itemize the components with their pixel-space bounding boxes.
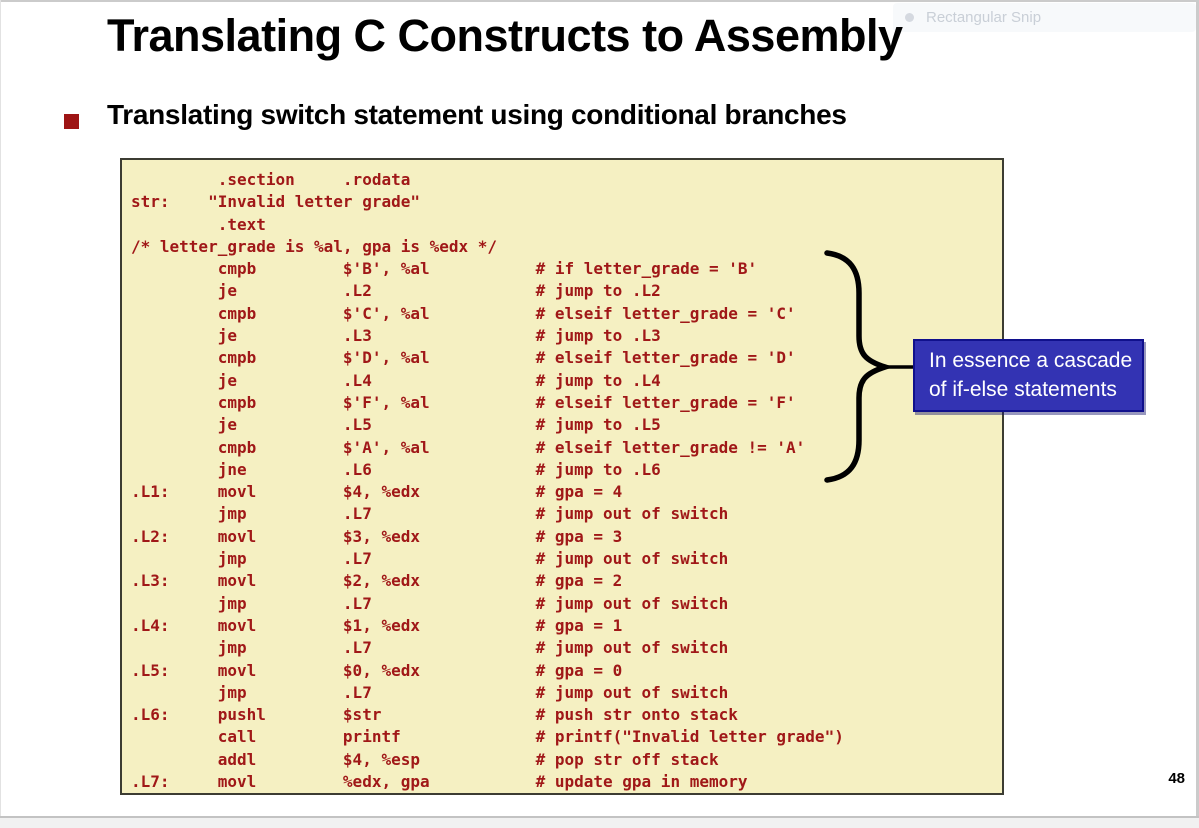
code-line: cmpb $'D', %al # elseif letter_grade = '… bbox=[131, 348, 796, 368]
bullet-square-icon bbox=[64, 114, 79, 129]
code-line: .L3: movl $2, %edx # gpa = 2 bbox=[131, 571, 623, 591]
code-line: .text bbox=[131, 214, 266, 234]
code-line: jmp .L7 # jump out of switch bbox=[131, 593, 729, 613]
code-line: .L5: movl $0, %edx # gpa = 0 bbox=[131, 660, 623, 680]
callout-line-2: of if-else statements bbox=[929, 378, 1117, 401]
code-line: cmpb $'A', %al # elseif letter_grade != … bbox=[131, 437, 806, 457]
page-number: 48 bbox=[1168, 770, 1185, 787]
code-line: /* letter_grade is %al, gpa is %edx */ bbox=[131, 236, 498, 256]
code-line: addl $4, %esp # pop str off stack bbox=[131, 749, 719, 769]
assembly-code-panel: .section .rodata str: "Invalid letter gr… bbox=[120, 158, 1004, 795]
code-line: je .L2 # jump to .L2 bbox=[131, 281, 661, 301]
cascade-brace-icon bbox=[824, 250, 915, 483]
slide-title: Translating C Constructs to Assembly bbox=[107, 10, 903, 61]
code-line: je .L4 # jump to .L4 bbox=[131, 370, 661, 390]
window-edge-right bbox=[1196, 0, 1199, 828]
window-edge-bottom bbox=[0, 816, 1199, 828]
cascade-callout: In essence a cascade of if-else statemen… bbox=[913, 339, 1144, 412]
code-line: cmpb $'B', %al # if letter_grade = 'B' bbox=[131, 259, 758, 279]
code-line: jmp .L7 # jump out of switch bbox=[131, 682, 729, 702]
code-line: call printf # printf("Invalid letter gra… bbox=[131, 727, 844, 747]
callout-line-1: In essence a cascade bbox=[929, 349, 1133, 372]
code-line: .L4: movl $1, %edx # gpa = 1 bbox=[131, 615, 623, 635]
snip-icon bbox=[905, 13, 914, 22]
code-line: je .L5 # jump to .L5 bbox=[131, 415, 661, 435]
code-line: cmpb $'F', %al # elseif letter_grade = '… bbox=[131, 392, 796, 412]
window-edge-top bbox=[0, 0, 1199, 2]
code-line: jmp .L7 # jump out of switch bbox=[131, 549, 729, 569]
code-line: jmp .L7 # jump out of switch bbox=[131, 638, 729, 658]
code-line: je .L3 # jump to .L3 bbox=[131, 326, 661, 346]
code-line: .L6: pushl $str # push str onto stack bbox=[131, 705, 738, 725]
code-line: .L7: movl %edx, gpa # update gpa in memo… bbox=[131, 772, 748, 792]
rectangular-snip-button[interactable]: Rectangular Snip bbox=[893, 3, 1196, 32]
bullet-heading: Translating switch statement using condi… bbox=[107, 99, 847, 130]
code-line: .section .rodata bbox=[131, 170, 411, 189]
code-line: cmpb $'C', %al # elseif letter_grade = '… bbox=[131, 303, 796, 323]
code-line: str: "Invalid letter grade" bbox=[131, 192, 420, 212]
code-line: jmp .L7 # jump out of switch bbox=[131, 504, 729, 524]
code-line: .L2: movl $3, %edx # gpa = 3 bbox=[131, 526, 623, 546]
code-line: .L1: movl $4, %edx # gpa = 4 bbox=[131, 482, 623, 502]
window-edge-left bbox=[0, 0, 1, 828]
code-line: jne .L6 # jump to .L6 bbox=[131, 459, 661, 479]
snip-label: Rectangular Snip bbox=[926, 9, 1042, 26]
